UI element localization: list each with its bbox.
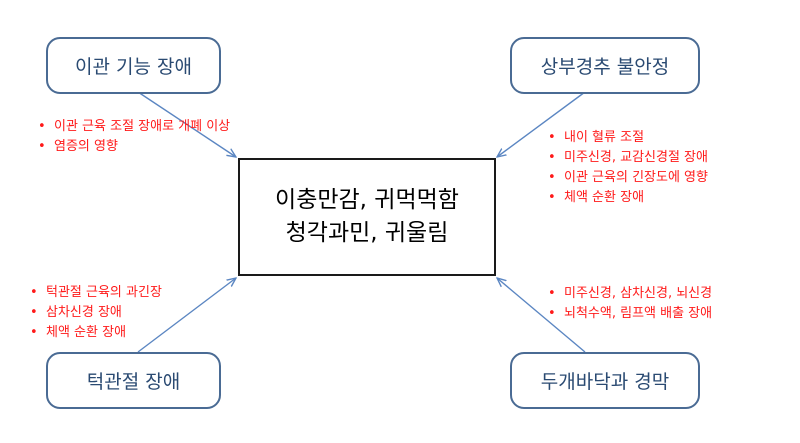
bullet-item: 염증의 영향	[38, 137, 230, 157]
bullet-item: 내이 혈류 조절	[548, 128, 708, 148]
bullet-list-upper-cervical: 내이 혈류 조절 미주신경, 교감신경절 장애 이관 근육의 긴장도에 영향 체…	[548, 128, 708, 208]
arrow-top-right	[497, 91, 586, 157]
bullet-list-cranial-base: 미주신경, 삼차신경, 뇌신경 뇌척수액, 림프액 배출 장애	[548, 284, 712, 324]
cause-label: 턱관절 장애	[86, 371, 181, 393]
bullet-item: 턱관절 근육의 과긴장	[30, 283, 162, 303]
bullet-item: 체액 순환 장애	[30, 323, 162, 343]
cause-box-eustachian-tube: 이관 기능 장애	[46, 37, 221, 94]
symptom-line-2: 청각과민, 귀울림	[285, 220, 449, 246]
cause-label: 상부경추 불안정	[540, 56, 670, 78]
bullet-item: 이관 근육 조절 장애로 개폐 이상	[38, 117, 230, 137]
bullet-item: 뇌척수액, 림프액 배출 장애	[548, 304, 712, 324]
cause-box-cranial-base: 두개바닥과 경막	[510, 352, 700, 409]
bullet-item: 이관 근육의 긴장도에 영향	[548, 168, 708, 188]
cause-label: 이관 기능 장애	[75, 56, 192, 78]
symptom-line-1: 이충만감, 귀먹먹함	[275, 187, 459, 213]
bullet-item: 삼차신경 장애	[30, 303, 162, 323]
symptom-box: 이충만감, 귀먹먹함 청각과민, 귀울림	[238, 158, 496, 276]
cause-box-tmj: 턱관절 장애	[46, 352, 221, 409]
bullet-item: 미주신경, 교감신경절 장애	[548, 148, 708, 168]
arrow-bottom-right	[497, 278, 586, 353]
bullet-item: 미주신경, 삼차신경, 뇌신경	[548, 284, 712, 304]
bullet-list-tmj: 턱관절 근육의 과긴장 삼차신경 장애 체액 순환 장애	[30, 283, 162, 343]
cause-label: 두개바닥과 경막	[540, 371, 670, 393]
bullet-item: 체액 순환 장애	[548, 188, 708, 208]
cause-box-upper-cervical: 상부경추 불안정	[510, 37, 700, 94]
bullet-list-eustachian-tube: 이관 근육 조절 장애로 개폐 이상 염증의 영향	[38, 117, 230, 157]
